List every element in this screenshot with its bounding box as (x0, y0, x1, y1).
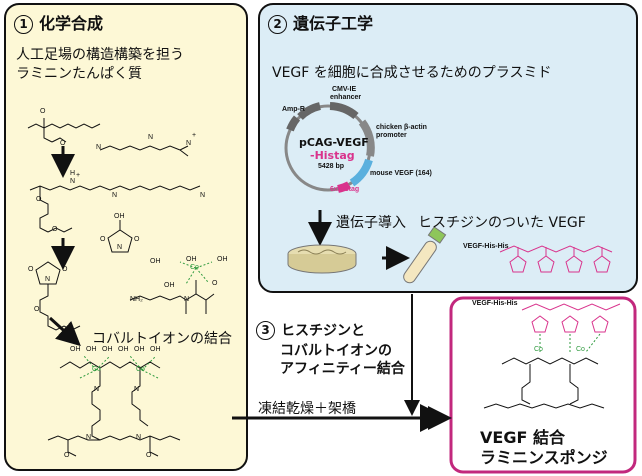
plasmid-actin-label-1: chicken β-actin (376, 124, 427, 131)
panel2-heading: 2 遺伝子工学 (268, 10, 373, 34)
atom-o-3: O (36, 196, 42, 203)
atom-n-7: N (117, 244, 123, 251)
panel2-number: 2 (268, 15, 287, 34)
atom-n-12: N (86, 434, 92, 441)
step3-line1: 3 ヒスチジンと (256, 320, 365, 340)
molecule-adduct (29, 185, 201, 233)
molecule-laminin-nta-co (47, 361, 181, 457)
atom-n-1: N (96, 144, 102, 151)
atom-h-1: H (70, 170, 76, 177)
result-title-line1: VEGF 結合 (480, 428, 565, 447)
atom-oh-1: OH (114, 213, 125, 220)
atom-o-10: O (212, 280, 218, 287)
panel-result-sponge (449, 296, 637, 474)
his-vegf-label: ヒスチジンのついた VEGF (418, 215, 586, 231)
cobalt-binding-label: コバルトイオンの結合 (92, 331, 232, 347)
sponge-co-1: Co (534, 346, 543, 353)
plasmid-amp-label: Amp-R (282, 106, 305, 113)
atom-oh-2: OH (150, 258, 161, 265)
molecule-nta-cobalt (129, 280, 215, 314)
plasmid-cmv-label-1: CMV-IE (332, 86, 357, 93)
atom-o-2: O (60, 140, 66, 147)
plasmid-name-1: pCAG-VEGF (299, 136, 369, 149)
step3-line1-text: ヒスチジンと (281, 323, 365, 339)
tube-vegf-his-label: VEGF-His-His (463, 243, 509, 250)
panel1-number: 1 (14, 15, 33, 34)
arrow-big-head (420, 404, 448, 432)
atom-o-11: O (64, 452, 70, 459)
atom-o-7: O (28, 266, 34, 273)
atom-oh-7: OH (86, 346, 97, 353)
atom-nh2-1: NH₂ (130, 296, 143, 303)
gene-transfer-label: 遺伝子導入 (336, 215, 406, 231)
step3-line2: コバルトイオンの (280, 343, 392, 359)
plasmid-actin-label-2: promoter (376, 132, 407, 139)
panel2-title: 遺伝子工学 (293, 14, 374, 33)
molecule-nhs (107, 220, 133, 253)
atom-oh-10: OH (134, 346, 145, 353)
atom-n-2: N (148, 134, 154, 141)
panel1-heading: 1 化学合成 (14, 10, 103, 34)
plasmid-size: 5428 bp (318, 163, 345, 170)
step3-line3: アフィニティー結合 (280, 361, 405, 377)
sponge-laminin (483, 357, 605, 409)
charge-plus-1: + (192, 132, 197, 139)
atom-oh-3: OH (186, 256, 197, 263)
atom-o-8: O (62, 266, 68, 273)
atom-o-12: O (146, 452, 152, 459)
test-tube (403, 226, 447, 284)
plasmid-cmv-label-2: enhancer (330, 94, 362, 101)
sponge-co-2: Co (576, 346, 585, 353)
panel-chemical-synthesis (4, 3, 248, 471)
arrow-diag-cobalt (48, 316, 81, 347)
result-title-line2: ラミニンスポンジ (480, 448, 608, 467)
plasmid-mouse-label: mouse VEGF (164) (370, 170, 432, 177)
molecule-edc (99, 145, 189, 157)
plasmid-map (284, 102, 375, 193)
cobalt-coordination-2 (79, 355, 159, 379)
cobalt-coordination-1 (179, 261, 213, 285)
atom-n-8: N (45, 276, 51, 283)
panel1-desc-line2: ラミニンたんぱく質 (16, 66, 142, 82)
atom-n-5: N (112, 192, 118, 199)
atom-o-9: O (34, 306, 40, 313)
his-vegf-chain (499, 245, 613, 273)
atom-o-6: O (134, 236, 140, 243)
cobalt-co-2: Co (92, 366, 101, 373)
atom-o-5: O (100, 236, 106, 243)
plasmid-name-2: -Histag (310, 149, 355, 162)
sponge-coordination (539, 333, 601, 353)
freeze-dry-crosslink-label: 凍結乾燥＋架橋 (258, 401, 356, 417)
atom-n-13: N (136, 434, 142, 441)
atom-n-4: N (70, 178, 76, 185)
cobalt-co-3: Co (136, 366, 145, 373)
atom-oh-8: OH (102, 346, 113, 353)
atom-o-4: O (52, 226, 58, 233)
atom-oh-6: OH (70, 346, 81, 353)
atom-o-1: O (40, 108, 46, 115)
atom-n-3: N (186, 140, 192, 147)
plasmid-histag-label: 6xHistag (330, 186, 360, 193)
atom-n-9: N (184, 296, 190, 303)
atom-oh-9: OH (118, 346, 129, 353)
petri-dish (287, 244, 357, 274)
atom-oh-4: OH (217, 256, 228, 263)
atom-oh-5: OH (164, 282, 175, 289)
atom-n-6: N (200, 192, 206, 199)
step3-number: 3 (256, 321, 275, 340)
panel2-desc: VEGF を細胞に合成させるためのプラスミド (272, 65, 552, 81)
panel-genetic-engineering (258, 3, 638, 293)
atom-n-10: N (94, 386, 100, 393)
sponge-his-chain (521, 303, 621, 333)
atom-oh-11: OH (150, 346, 161, 353)
panel1-title: 化学合成 (39, 14, 104, 33)
charge-plus-2: + (76, 172, 81, 179)
sponge-vegf-his-label: VEGF-His-His (472, 300, 518, 307)
atom-n-11: N (134, 386, 140, 393)
molecule-laminin-ester (27, 118, 101, 143)
panel1-desc-line1: 人工足場の構造構築を担う (16, 47, 184, 63)
cobalt-co-1: Co (190, 264, 199, 271)
